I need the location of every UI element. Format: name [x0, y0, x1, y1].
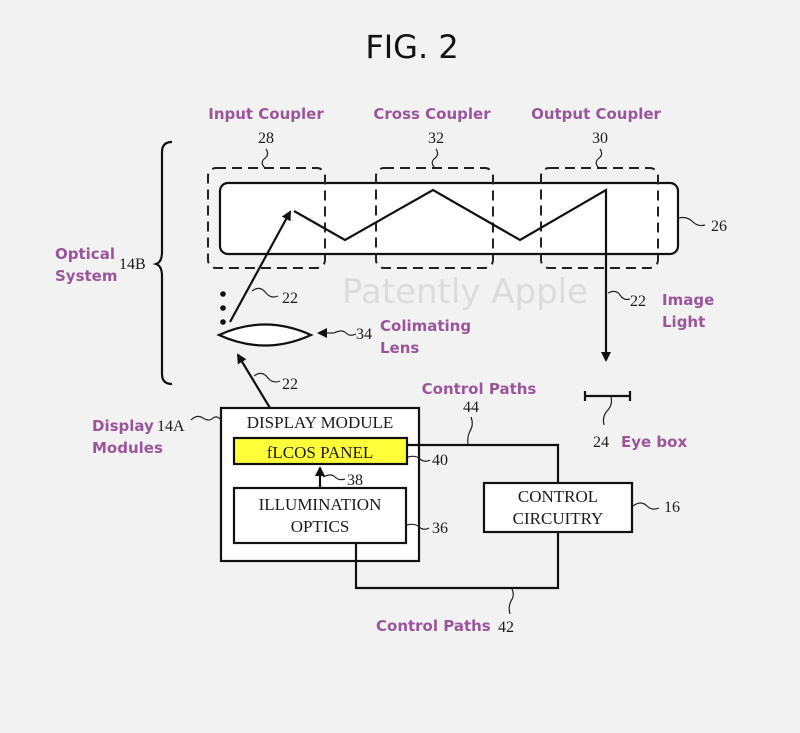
leader-38 — [322, 474, 346, 481]
numeral-24: 24 — [593, 434, 609, 451]
ellipsis-dot — [220, 291, 226, 297]
control-circuitry-label-2: CIRCUITRY — [513, 509, 604, 528]
numeral-38: 38 — [347, 472, 363, 489]
input-coupler-label: Input Coupler — [208, 105, 324, 123]
numeral-28: 28 — [258, 130, 274, 147]
image-light-label-2: Light — [662, 313, 705, 331]
numeral-22-upper: 22 — [282, 290, 298, 307]
numeral-30: 30 — [592, 130, 608, 147]
numeral-14a: 14A — [157, 418, 185, 435]
control-paths-bottom-label: Control Paths — [376, 617, 491, 635]
leader-24 — [602, 396, 613, 426]
leader-22-upper — [251, 287, 279, 298]
colimating-lens-label-2: Lens — [380, 339, 419, 357]
waveguide-light-path — [293, 188, 611, 362]
leader-28 — [261, 148, 269, 169]
watermark: Patently Apple — [342, 272, 588, 312]
control-circuitry — [482, 481, 634, 534]
cross-coupler-region — [375, 167, 494, 269]
leader-34 — [333, 330, 357, 336]
leader-42 — [508, 588, 514, 615]
waveguide — [218, 181, 680, 256]
illumination-optics-label-2: OPTICS — [291, 517, 350, 536]
eye-box-label: Eye box — [621, 433, 687, 451]
numeral-40: 40 — [432, 452, 448, 469]
leader-16 — [632, 502, 660, 510]
image-light-label-1: Image — [662, 291, 714, 309]
numeral-22-image: 22 — [630, 293, 646, 310]
leader-36 — [406, 523, 430, 530]
leader-14a — [190, 415, 222, 421]
light-ray-lower — [236, 353, 271, 409]
numeral-36: 36 — [432, 520, 448, 537]
flcos-panel — [232, 436, 409, 466]
numeral-42: 42 — [498, 619, 514, 636]
leader-44 — [467, 416, 473, 446]
numeral-16: 16 — [664, 499, 680, 516]
collimating-lens — [216, 323, 314, 347]
figure-title: FIG. 2 — [365, 28, 458, 66]
leader-40 — [407, 455, 431, 462]
ellipsis-dot — [220, 319, 226, 325]
leader-26 — [678, 216, 706, 227]
display-modules-label-1: Display — [92, 417, 154, 435]
numeral-14b: 14B — [119, 256, 146, 273]
colimating-lens-label-1: Colimating — [380, 317, 471, 335]
optical-system-brace — [152, 140, 173, 386]
leader-30 — [595, 148, 603, 169]
leader-22-lower — [253, 372, 281, 383]
control-circuitry-label-1: CONTROL — [518, 487, 598, 506]
numeral-32: 32 — [428, 130, 444, 147]
flcos-panel-label: fLCOS PANEL — [267, 443, 374, 462]
light-ray-upper — [229, 210, 291, 323]
illumination-optics-label-1: ILLUMINATION — [259, 495, 382, 514]
optical-system-label-2: System — [55, 267, 117, 285]
illumination-optics — [232, 486, 408, 545]
control-path-44 — [407, 443, 560, 483]
numeral-22-lower: 22 — [282, 376, 298, 393]
output-coupler-region — [540, 167, 659, 269]
control-paths-top-label: Control Paths — [422, 380, 537, 398]
leader-22-image — [607, 290, 631, 301]
leader-32 — [431, 148, 439, 169]
cross-coupler-label: Cross Coupler — [373, 105, 491, 123]
control-path-42 — [354, 532, 560, 590]
ellipsis-dot — [220, 305, 226, 311]
input-coupler-region — [207, 167, 326, 269]
output-coupler-label: Output Coupler — [531, 105, 661, 123]
display-modules-label-2: Modules — [92, 439, 163, 457]
numeral-34: 34 — [356, 326, 372, 343]
optical-system-label-1: Optical — [55, 245, 115, 263]
numeral-44: 44 — [463, 399, 479, 416]
numeral-26: 26 — [711, 218, 727, 235]
display-module-title: DISPLAY MODULE — [247, 413, 394, 432]
